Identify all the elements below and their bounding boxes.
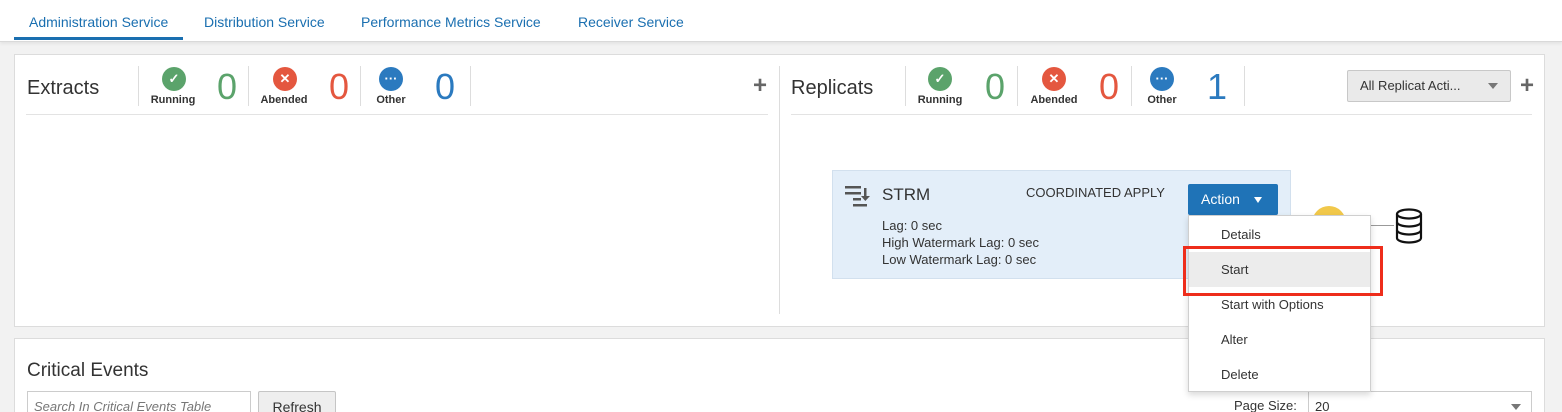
- tab-performance-metrics-service[interactable]: Performance Metrics Service: [361, 14, 541, 30]
- divider: [905, 66, 906, 106]
- replicats-other-label: Other: [1147, 94, 1177, 106]
- chevron-down-icon: [1254, 197, 1262, 203]
- divider: [248, 66, 249, 106]
- check-icon: ✓: [928, 67, 952, 91]
- divider: [1017, 66, 1018, 106]
- extracts-other-label: Other: [376, 94, 406, 106]
- tab-receiver-service[interactable]: Receiver Service: [578, 14, 684, 30]
- divider: [26, 114, 768, 115]
- divider: [138, 66, 139, 106]
- menu-item-start[interactable]: Start: [1189, 252, 1370, 287]
- extracts-running-label: Running: [150, 94, 196, 106]
- replicat-actions-select[interactable]: All Replicat Acti...: [1347, 70, 1511, 102]
- replicat-actions-select-value: All Replicat Acti...: [1360, 78, 1461, 93]
- extracts-other-count: 0: [435, 66, 456, 107]
- menu-item-details[interactable]: Details: [1221, 227, 1261, 242]
- x-icon: ✕: [273, 67, 297, 91]
- extracts-running-count: 0: [217, 66, 238, 107]
- tab-administration-service[interactable]: Administration Service: [14, 0, 184, 40]
- page-size-value: 20: [1315, 399, 1330, 412]
- critical-events-search-input[interactable]: Search In Critical Events Table: [27, 391, 251, 412]
- menu-item-alter[interactable]: Alter: [1221, 332, 1248, 347]
- menu-item-delete[interactable]: Delete: [1221, 367, 1259, 382]
- divider: [360, 66, 361, 106]
- extracts-abended-label: Abended: [260, 94, 308, 106]
- action-button[interactable]: Action: [1188, 184, 1278, 215]
- chevron-down-icon: [1488, 83, 1498, 89]
- replicats-running-count: 0: [985, 66, 1006, 107]
- high-watermark-lag-text: High Watermark Lag: 0 sec: [882, 235, 1040, 250]
- replicats-abended-count: 0: [1099, 66, 1120, 107]
- replicat-type: COORDINATED APPLY: [1026, 185, 1165, 200]
- refresh-button[interactable]: Refresh: [258, 391, 336, 412]
- divider: [470, 66, 471, 106]
- ellipsis-icon: ···: [379, 67, 403, 91]
- action-button-label: Action: [1201, 191, 1240, 207]
- low-watermark-lag-text: Low Watermark Lag: 0 sec: [882, 252, 1037, 267]
- action-menu: Details Start Start with Options Alter D…: [1188, 215, 1371, 392]
- page-size-label: Page Size:: [1234, 398, 1297, 412]
- database-icon: [1395, 208, 1423, 244]
- service-tabbar: Administration Service Distribution Serv…: [0, 0, 1562, 42]
- replicats-other-count: 1: [1207, 66, 1228, 107]
- lag-text: Lag: 0 sec: [882, 218, 942, 233]
- critical-events-title: Critical Events: [27, 360, 149, 381]
- replicats-abended-label: Abended: [1030, 94, 1078, 106]
- tab-distribution-service[interactable]: Distribution Service: [204, 14, 325, 30]
- divider: [791, 114, 1532, 115]
- section-divider: [779, 66, 780, 314]
- x-icon: ✕: [1042, 67, 1066, 91]
- replicats-title: Replicats: [791, 77, 874, 99]
- replicat-name: STRM: [882, 185, 931, 204]
- divider: [1131, 66, 1132, 106]
- extracts-abended-count: 0: [329, 66, 350, 107]
- add-replicat-plus-icon[interactable]: +: [1520, 72, 1535, 99]
- divider: [1244, 66, 1245, 106]
- add-extract-plus-icon[interactable]: +: [753, 72, 768, 99]
- extracts-title: Extracts: [27, 77, 100, 99]
- chevron-down-icon: [1511, 404, 1521, 410]
- start-highlight-box: [1183, 246, 1383, 296]
- replicat-type-icon: [845, 186, 870, 207]
- menu-item-start-with-options[interactable]: Start with Options: [1221, 297, 1324, 312]
- replicats-running-label: Running: [917, 94, 963, 106]
- ellipsis-icon: ···: [1150, 67, 1174, 91]
- check-icon: ✓: [162, 67, 186, 91]
- page-size-select[interactable]: 20: [1308, 391, 1532, 412]
